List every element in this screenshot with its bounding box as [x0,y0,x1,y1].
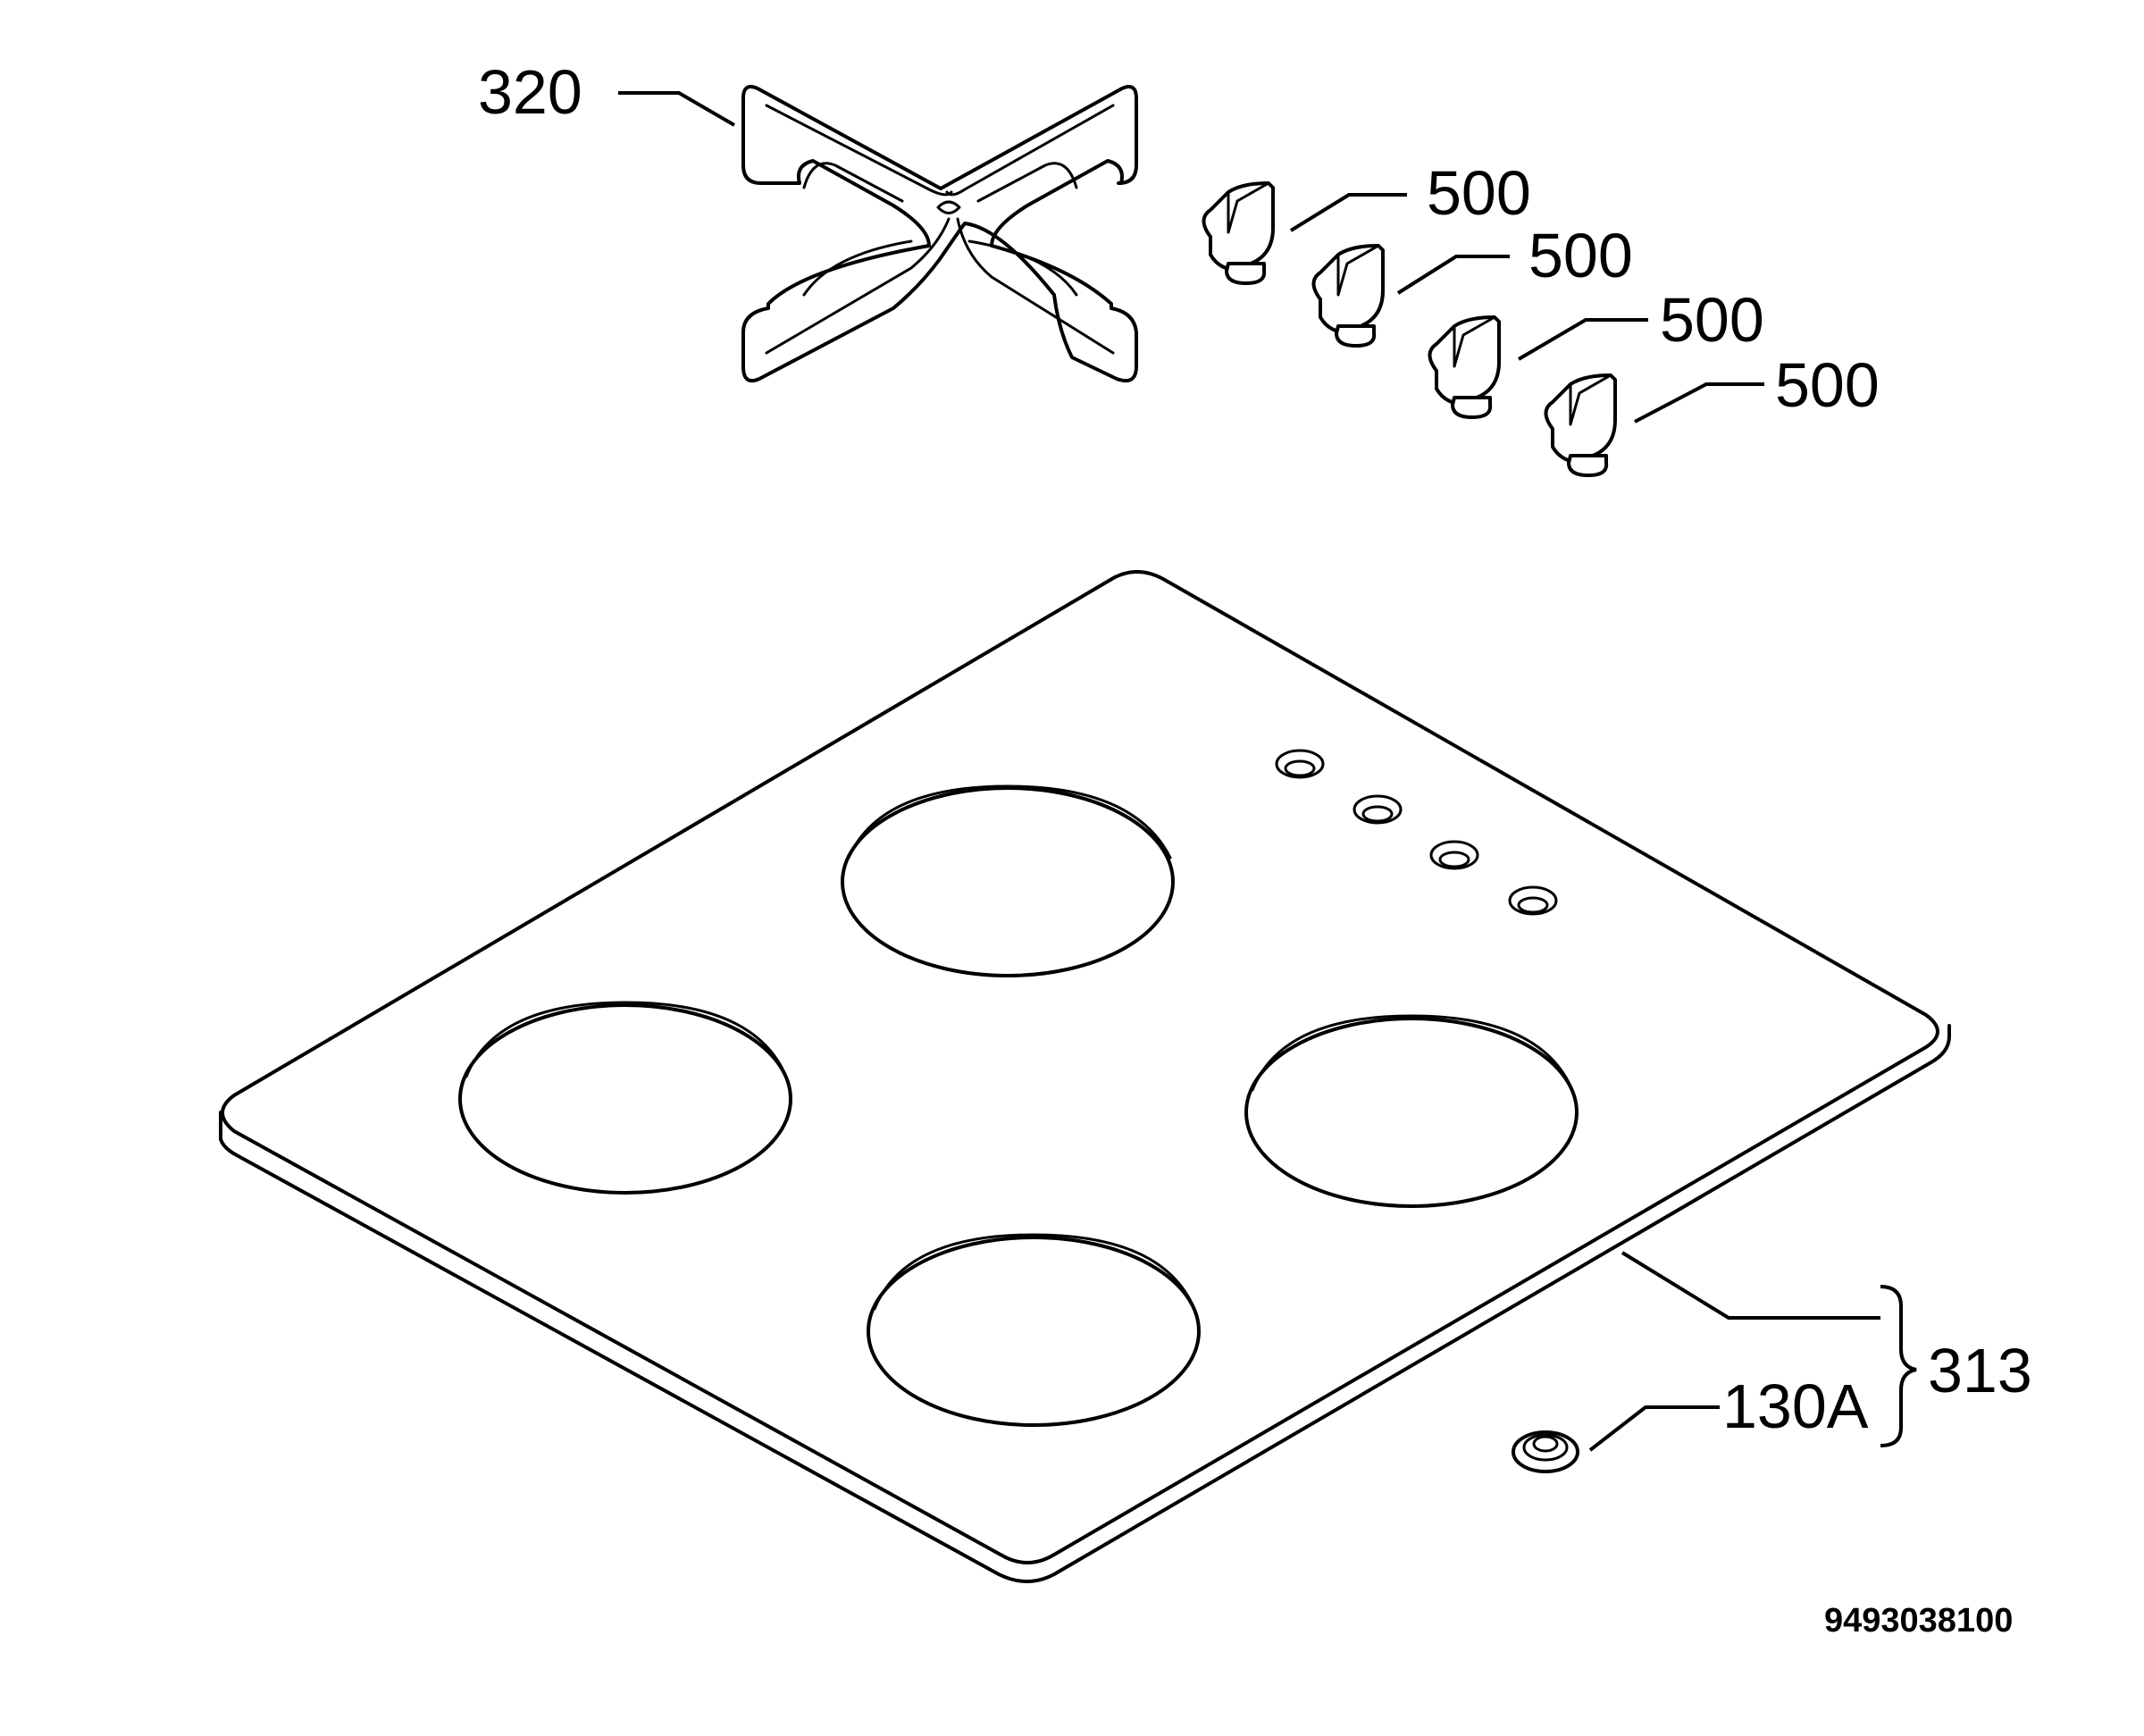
leader-500-1 [1289,193,1407,232]
label-320: 320 [478,57,582,127]
leader-313 [1621,1251,1880,1320]
seal-grommet [1512,1430,1579,1473]
label-500-2: 500 [1528,221,1633,290]
burner-cutout-front [867,1233,1201,1427]
leader-500-3 [1517,318,1648,361]
control-knob-1 [1202,181,1275,285]
burner-cutout-left [458,1001,792,1195]
knob-hole-2 [1353,794,1403,825]
document-code: 9493038100 [1824,1602,2013,1640]
control-knob-4 [1544,373,1617,477]
leader-500-4 [1634,382,1764,424]
control-knob-3 [1428,315,1501,419]
label-500-4: 500 [1775,350,1880,420]
leader-320 [618,91,736,127]
burner-cutout-right [1244,1014,1579,1208]
leader-500-2 [1396,255,1510,295]
label-500-3: 500 [1660,285,1764,355]
hob-glass-plate [219,570,1951,1583]
knob-hole-3 [1429,840,1479,870]
knob-hole-4 [1508,885,1558,916]
knob-hole-1 [1275,749,1325,779]
label-130a: 130A [1722,1371,1869,1441]
label-313: 313 [1928,1336,2032,1405]
burner-cutout-rear [841,784,1175,977]
control-knob-2 [1311,244,1385,348]
bracket-313 [1880,1285,1917,1447]
pan-support [741,85,1138,383]
leader-130a [1588,1405,1720,1452]
label-500-1: 500 [1427,158,1531,228]
